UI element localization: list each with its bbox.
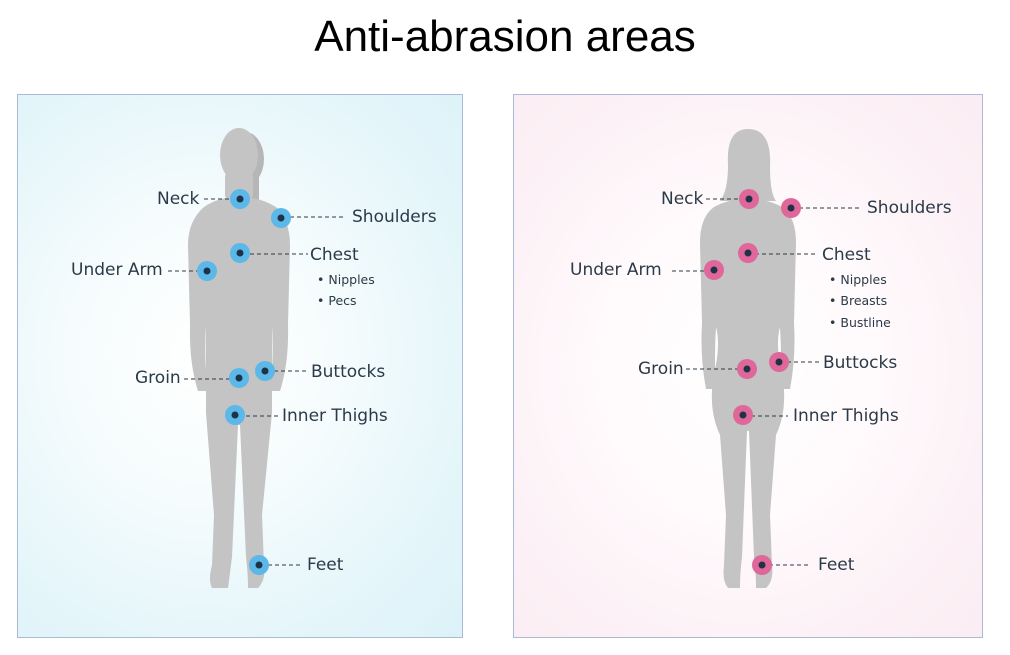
- male-markers: [197, 189, 291, 575]
- male-label-groin: Groin: [135, 368, 181, 388]
- male-label-buttocks: Buttocks: [311, 362, 386, 382]
- marker-feet: [249, 555, 269, 575]
- female-markers: [704, 189, 801, 575]
- page-title: Anti-abrasion areas: [314, 12, 696, 61]
- male-chest-sub-nipples: Nipples: [317, 272, 374, 288]
- male-silhouette: [188, 128, 290, 588]
- marker-chest: [738, 243, 758, 263]
- female-label-groin: Groin: [638, 359, 684, 379]
- female-chest-sub-bustline: Bustline: [829, 315, 890, 331]
- female-label-chest: Chest: [822, 245, 871, 265]
- male-panel: Neck Shoulders Chest Nipples Pecs Under …: [17, 94, 463, 638]
- marker-inner-thighs: [733, 405, 753, 425]
- marker-shoulders: [271, 208, 291, 228]
- male-label-chest: Chest: [310, 245, 359, 265]
- marker-buttocks: [255, 361, 275, 381]
- female-label-shoulders: Shoulders: [867, 198, 952, 218]
- female-label-feet: Feet: [818, 555, 855, 575]
- male-label-neck: Neck: [157, 189, 200, 209]
- marker-inner-thighs: [225, 405, 245, 425]
- male-label-shoulders: Shoulders: [352, 207, 437, 227]
- marker-groin: [229, 368, 249, 388]
- marker-neck: [230, 189, 250, 209]
- marker-under-arm: [197, 261, 217, 281]
- male-label-under-arm: Under Arm: [71, 260, 163, 280]
- male-figure-svg: [168, 128, 346, 588]
- marker-feet: [752, 555, 772, 575]
- female-panel: Neck Shoulders Chest Nipples Breasts Bus…: [513, 94, 983, 638]
- male-label-feet: Feet: [307, 555, 344, 575]
- female-label-under-arm: Under Arm: [570, 260, 662, 280]
- marker-buttocks: [769, 352, 789, 372]
- female-label-inner-thighs: Inner Thighs: [793, 406, 899, 426]
- female-label-buttocks: Buttocks: [823, 353, 898, 373]
- marker-neck: [739, 189, 759, 209]
- female-label-neck: Neck: [661, 189, 704, 209]
- female-chest-sub-nipples: Nipples: [829, 272, 886, 288]
- marker-groin: [737, 359, 757, 379]
- female-chest-sub-breasts: Breasts: [829, 293, 887, 309]
- marker-shoulders: [781, 198, 801, 218]
- marker-chest: [230, 243, 250, 263]
- female-figure-svg: [672, 129, 860, 588]
- male-label-inner-thighs: Inner Thighs: [282, 406, 388, 426]
- marker-under-arm: [704, 260, 724, 280]
- male-chest-sub-pecs: Pecs: [317, 293, 356, 309]
